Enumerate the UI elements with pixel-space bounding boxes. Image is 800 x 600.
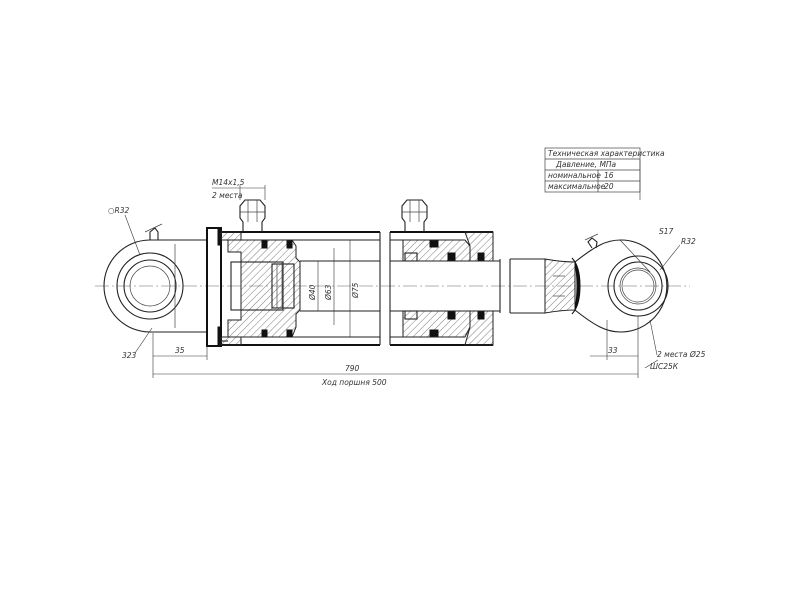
tech-row-nominal-value: 16 <box>604 171 614 180</box>
tech-row-max-label: максимальное <box>548 182 606 191</box>
left-eye-mount <box>103 223 208 333</box>
right-eye-offset-label: 33 <box>608 346 618 355</box>
piston <box>227 239 301 338</box>
tech-row-nominal-label: номинальное <box>548 171 601 180</box>
rod-gland <box>402 231 494 346</box>
piston-diameter-label: Ø63 <box>324 284 333 301</box>
rear-flange <box>206 227 228 347</box>
overall-length-label: 790 <box>345 364 360 373</box>
port-count-label: 2 места <box>212 191 243 200</box>
port-thread-label: М14х1,5 <box>212 178 245 187</box>
pin-holes-label: 2 места Ø25 <box>657 350 706 359</box>
tech-table-title: Техническая характеристика <box>548 149 665 158</box>
port-fitting-left <box>239 199 266 232</box>
left-eye-offset-label: 323 <box>122 351 137 360</box>
left-flange-offset-label: 35 <box>175 346 185 355</box>
rod-diameter-label: Ø40 <box>308 284 317 301</box>
wrench-size-label: S17 <box>659 227 674 236</box>
left-eye-radius-label: ○R32 <box>108 206 130 215</box>
right-eye-radius-label: R32 <box>681 237 696 246</box>
outer-diameter-label: Ø75 <box>351 282 360 299</box>
bearing-label: ШС25К <box>650 362 679 371</box>
tech-row-max-value: 20 <box>604 182 614 191</box>
tech-spec-table <box>544 147 641 193</box>
dimension-lines <box>124 160 681 378</box>
right-rod-eye <box>544 233 669 333</box>
tech-table-pressure-header: Давление, МПа <box>555 160 617 169</box>
port-fitting-right <box>401 199 428 232</box>
stroke-label: Ход поршня 500 <box>321 378 387 387</box>
